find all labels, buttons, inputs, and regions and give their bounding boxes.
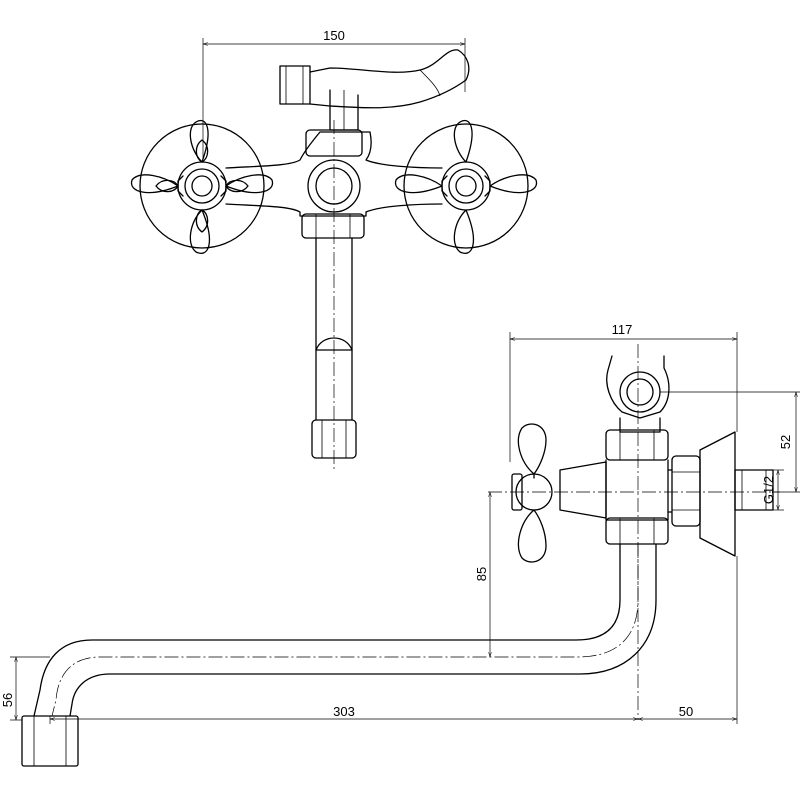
label-303: 303 <box>333 704 355 719</box>
dimension-303 <box>49 716 638 724</box>
wall-flange <box>671 431 774 557</box>
label-117: 117 <box>612 322 633 337</box>
side-view <box>10 332 800 767</box>
left-valve <box>130 119 274 254</box>
dimension-56 <box>10 656 50 721</box>
label-52: 52 <box>778 435 793 449</box>
dimension-thread <box>768 469 784 511</box>
spout-side <box>21 543 657 767</box>
dimension-117 <box>509 332 738 462</box>
label-56: 56 <box>0 693 15 707</box>
right-valve <box>394 119 538 254</box>
label-g12: G1/2 <box>761 476 776 504</box>
dimension-50 <box>638 556 738 724</box>
label-85: 85 <box>474 567 489 581</box>
dimension-150 <box>202 38 466 160</box>
label-50: 50 <box>679 704 693 719</box>
label-150: 150 <box>323 28 345 43</box>
shower-holder <box>279 49 470 131</box>
valve-body-side <box>559 429 673 545</box>
front-view <box>130 38 538 470</box>
handle-side <box>511 423 553 563</box>
